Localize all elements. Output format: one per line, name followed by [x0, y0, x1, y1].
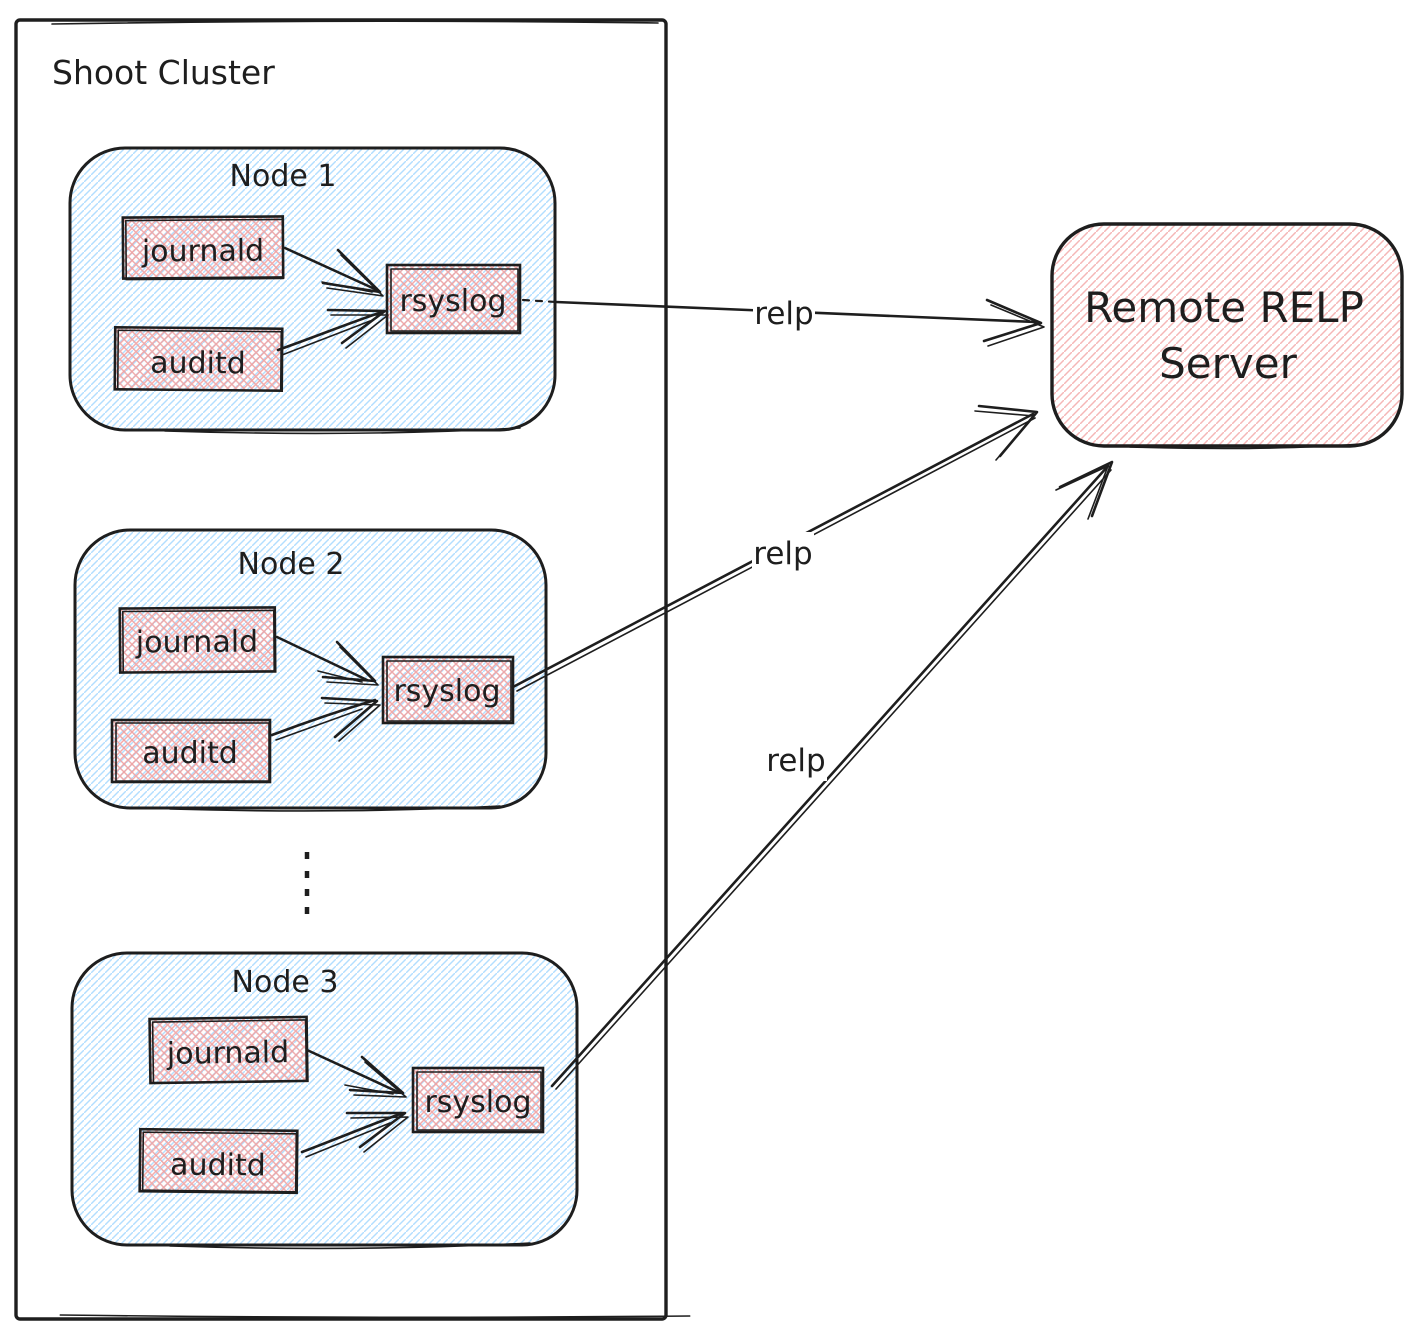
- edge-node3-label-bg: [765, 739, 827, 781]
- node-1-rsyslog-rect-sketch: [390, 268, 519, 332]
- node-1-box-sketch: [164, 427, 521, 435]
- node-1-auditd-label: auditd: [150, 346, 246, 382]
- edge-node1-label-bg: [753, 292, 815, 334]
- node-2-title: Node 2: [238, 547, 345, 582]
- edge-node2-label-bg: [752, 532, 814, 574]
- edge-node2-to-server: relp: [511, 404, 1039, 692]
- node-3: Node 3 journald auditd rsyslog: [70, 951, 579, 1250]
- node-3-journald-label: journald: [166, 1035, 290, 1072]
- remote-relp-server-box-sketch: [1129, 443, 1361, 450]
- node-2-auditd-rect: [110, 718, 272, 784]
- node-3-box-sketch: [169, 1242, 531, 1250]
- node-1-auditd-to-rsyslog-arrow: [276, 308, 389, 356]
- node-3-rsyslog-label: rsyslog: [424, 1085, 531, 1120]
- node-3-auditd-to-rsyslog-arrow: [300, 1111, 409, 1158]
- shoot-cluster-box: [14, 18, 668, 1321]
- remote-relp-server-title-line1: Remote RELP: [1084, 283, 1364, 332]
- node-3-rsyslog-rect-sketch: [416, 1071, 542, 1131]
- node-2: Node 2 journald auditd rsyslog: [73, 528, 548, 812]
- node-1-journald-box: journald: [121, 215, 285, 281]
- remote-relp-server-title-line2: Server: [1159, 339, 1297, 388]
- node-3-journald-box: journald: [148, 1015, 309, 1085]
- node-2-journald-box: journald: [118, 606, 277, 674]
- shoot-cluster-box-sketch-top: [51, 20, 659, 25]
- node-3-auditd-rect-sketch: [141, 1131, 298, 1193]
- shoot-cluster-title: Shoot Cluster: [52, 53, 275, 92]
- node-2-auditd-box: auditd: [110, 718, 272, 784]
- edge-node3-to-server: relp: [550, 460, 1114, 1090]
- node-2-auditd-to-rsyslog-arrow: [270, 696, 381, 742]
- node-2-auditd-label: auditd: [142, 736, 238, 771]
- node-3-rsyslog-rect: [411, 1066, 545, 1134]
- node-3-title: Node 3: [232, 965, 339, 1000]
- node-2-box-sketch: [169, 805, 501, 812]
- node-3-auditd-box: auditd: [138, 1127, 299, 1195]
- node-2-rsyslog-label: rsyslog: [393, 674, 500, 709]
- node-2-auditd-rect-sketch: [115, 722, 270, 782]
- node-2-journald-to-rsyslog-arrow: [275, 635, 379, 686]
- node-1-journald-to-rsyslog-arrow: [283, 246, 384, 297]
- node-2-rsyslog-box: rsyslog: [381, 655, 515, 725]
- node-2-journald-label: journald: [135, 625, 259, 661]
- edge-node3-label: relp: [766, 743, 825, 779]
- node-2-rsyslog-rect-sketch: [386, 660, 512, 722]
- edge-node1-to-server: relp: [521, 292, 1045, 347]
- node-1-rsyslog-label: rsyslog: [399, 284, 506, 319]
- node-3-rsyslog-box: rsyslog: [411, 1066, 545, 1134]
- shoot-cluster-box-sketch-bottom: [59, 1314, 691, 1319]
- node-1-rsyslog-rect: [385, 263, 522, 335]
- node-3-auditd-rect: [138, 1127, 299, 1195]
- node-1-auditd-box: auditd: [113, 325, 284, 393]
- edge-node2-label: relp: [753, 536, 812, 572]
- node-1-title: Node 1: [230, 159, 337, 194]
- edge-node1-label: relp: [754, 296, 813, 332]
- node-1: Node 1 journald auditd rsyslog: [68, 146, 557, 435]
- node-3-auditd-label: auditd: [170, 1148, 266, 1184]
- remote-relp-server: Remote RELP Server: [1050, 222, 1404, 450]
- node-1-rsyslog-box: rsyslog: [385, 263, 522, 335]
- node-2-rsyslog-rect: [381, 655, 515, 725]
- node-1-journald-rect-sketch: [125, 218, 285, 281]
- remote-relp-server-box: [1050, 222, 1404, 448]
- node-3-journald-to-rsyslog-arrow: [305, 1048, 407, 1098]
- node-1-auditd-rect-sketch: [116, 329, 283, 392]
- node-1-journald-label: journald: [141, 234, 265, 270]
- shoot-cluster: Shoot Cluster: [14, 18, 691, 1321]
- node-2-journald-rect-sketch: [121, 609, 276, 674]
